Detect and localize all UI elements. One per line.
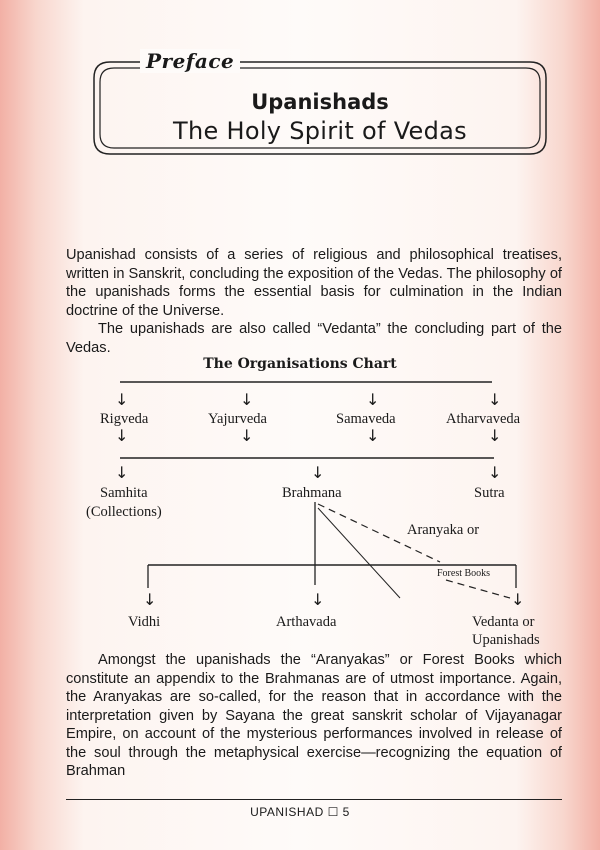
down-arrow-icon: ↓	[311, 463, 325, 482]
node-samhita-note: (Collections)	[86, 504, 162, 520]
node-samhita: Samhita	[100, 485, 148, 501]
page-subtitle: The Holy Spirit of Vedas	[173, 117, 467, 145]
down-arrow-icon: ↓	[366, 390, 380, 409]
body-paragraph: Amongst the upanishads the “Aranyakas” o…	[66, 652, 562, 779]
page-footer: UPANISHAD ☐ 5	[250, 805, 350, 819]
body-text: Amongst the upanishads the “Aranyakas” o…	[66, 651, 562, 781]
down-arrow-icon: ↓	[240, 390, 254, 409]
down-arrow-icon: ↓	[240, 426, 254, 445]
down-arrow-icon: ↓	[311, 590, 325, 609]
page-title: Upanishads	[251, 90, 389, 114]
node-upanishads: Upanishads	[472, 632, 540, 648]
down-arrow-icon: ↓	[143, 590, 157, 609]
down-arrow-icon: ↓	[488, 463, 502, 482]
chart-title: The Organisations Chart	[203, 356, 397, 372]
veda-rigveda: Rigveda	[100, 411, 149, 427]
intro-text: Upanishad consists of a series of religi…	[66, 246, 562, 357]
node-arthavada: Arthavada	[276, 614, 337, 630]
intro-paragraph-1: Upanishad consists of a series of religi…	[66, 247, 562, 319]
down-arrow-icon: ↓	[115, 463, 129, 482]
veda-atharvaveda: Atharvaveda	[446, 411, 521, 427]
title-frame-border	[93, 61, 547, 155]
node-vidhi: Vidhi	[128, 614, 161, 630]
veda-samaveda: Samaveda	[336, 411, 396, 427]
footer-rule	[66, 799, 562, 800]
down-arrow-icon: ↓	[488, 390, 502, 409]
down-arrow-icon: ↓	[115, 390, 129, 409]
node-sutra: Sutra	[474, 485, 505, 501]
chart-lines	[120, 381, 517, 599]
down-arrow-icon: ↓	[488, 426, 502, 445]
node-forest-books: Forest Books	[437, 568, 491, 579]
node-vedanta: Vedanta or	[472, 614, 535, 630]
node-brahmana: Brahmana	[282, 485, 342, 501]
down-arrow-icon: ↓	[115, 426, 129, 445]
down-arrow-icon: ↓	[511, 590, 525, 609]
title-frame	[90, 58, 550, 158]
node-aranyaka: Aranyaka or	[407, 522, 480, 538]
intro-paragraph-2: The upanishads are also called “Vedanta”…	[66, 321, 562, 356]
preface-label: Preface	[140, 49, 241, 73]
veda-yajurveda: Yajurveda	[208, 411, 267, 427]
down-arrow-icon: ↓	[366, 426, 380, 445]
